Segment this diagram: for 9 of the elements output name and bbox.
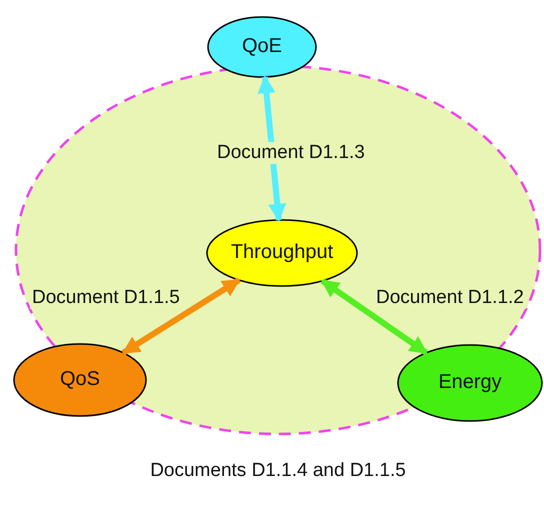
- caption-text: Documents D1.1.4 and D1.1.5: [149, 460, 407, 482]
- node-label: QoE: [240, 35, 284, 58]
- node-label: Energy: [437, 371, 503, 394]
- double-headed-arrow: [320, 278, 428, 356]
- node-label: Throughput: [230, 241, 334, 264]
- double-headed-arrow: [258, 75, 286, 222]
- node-label: QoS: [58, 368, 102, 391]
- double-headed-arrow: [122, 278, 241, 356]
- edge-label: Document D1.1.5: [30, 287, 182, 309]
